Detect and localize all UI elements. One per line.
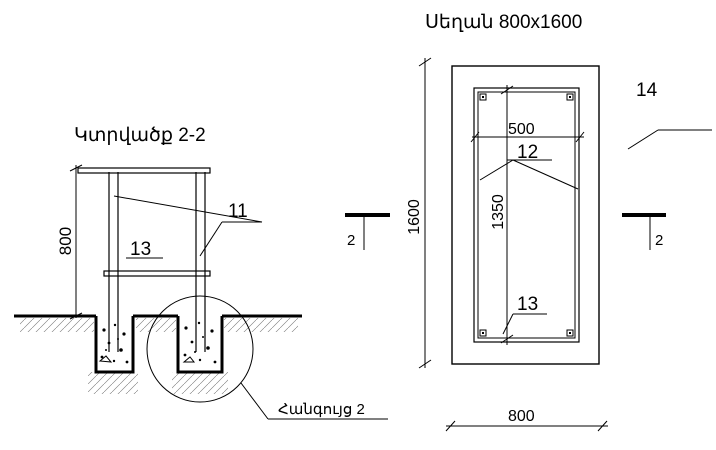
- cross-bar: [103, 270, 211, 277]
- plan-view: Սեղան 800x1600 1350 500: [345, 12, 712, 432]
- table-top: [77, 167, 211, 174]
- section-title: Կտրվածք 2-2: [74, 125, 206, 146]
- callout-label: Հանգույց 2: [278, 401, 365, 418]
- overall-height-dim-label: 1600: [406, 199, 423, 235]
- inner-frame-inner: [477, 91, 576, 339]
- height-dim-label: 800: [56, 227, 75, 255]
- callout-leader-diagonal: [240, 382, 269, 420]
- overall-width-dimension: [445, 420, 608, 432]
- inner-frame-outer: [473, 87, 580, 343]
- soil-hatch-under-footing-2: [172, 372, 228, 394]
- leader-13-plan: [502, 313, 547, 335]
- section-marker-left: [345, 213, 390, 250]
- section-marker-right-label: 2: [655, 232, 663, 249]
- leader-11: [113, 195, 263, 257]
- corner-posts: [479, 93, 574, 337]
- inner-width-dim-label: 500: [508, 121, 535, 138]
- label-14: 14: [636, 80, 658, 101]
- inner-height-dim-label: 1350: [490, 194, 507, 230]
- table-legs: [108, 172, 206, 352]
- detail-circle: [146, 295, 254, 403]
- overall-width-dim-label: 800: [508, 408, 535, 425]
- label-11: 11: [228, 201, 248, 222]
- soil-hatch-right: [224, 318, 298, 332]
- inner-width-dimension: [470, 131, 585, 143]
- soil-hatch-under-footing-1: [88, 372, 138, 394]
- footing-left: [94, 316, 135, 374]
- label-13-plan: 13: [517, 294, 538, 315]
- section-2-2-view: Կտրվածք 2-2: [14, 125, 388, 420]
- overall-height-dimension: [418, 57, 432, 369]
- leader-14: [627, 129, 712, 150]
- section-marker-right: [622, 213, 666, 250]
- soil-hatch-middle: [136, 318, 176, 332]
- table-top-outline: [451, 65, 600, 365]
- plan-title: Սեղան 800x1600: [425, 12, 582, 33]
- leader-12: [479, 159, 579, 190]
- inner-height-dimension: [500, 85, 514, 345]
- section-marker-left-label: 2: [347, 232, 355, 249]
- label-12: 12: [517, 142, 538, 163]
- footing-right: [176, 316, 224, 374]
- height-dimension: [69, 164, 83, 320]
- label-13: 13: [130, 239, 151, 260]
- soil-hatch-left: [20, 318, 94, 332]
